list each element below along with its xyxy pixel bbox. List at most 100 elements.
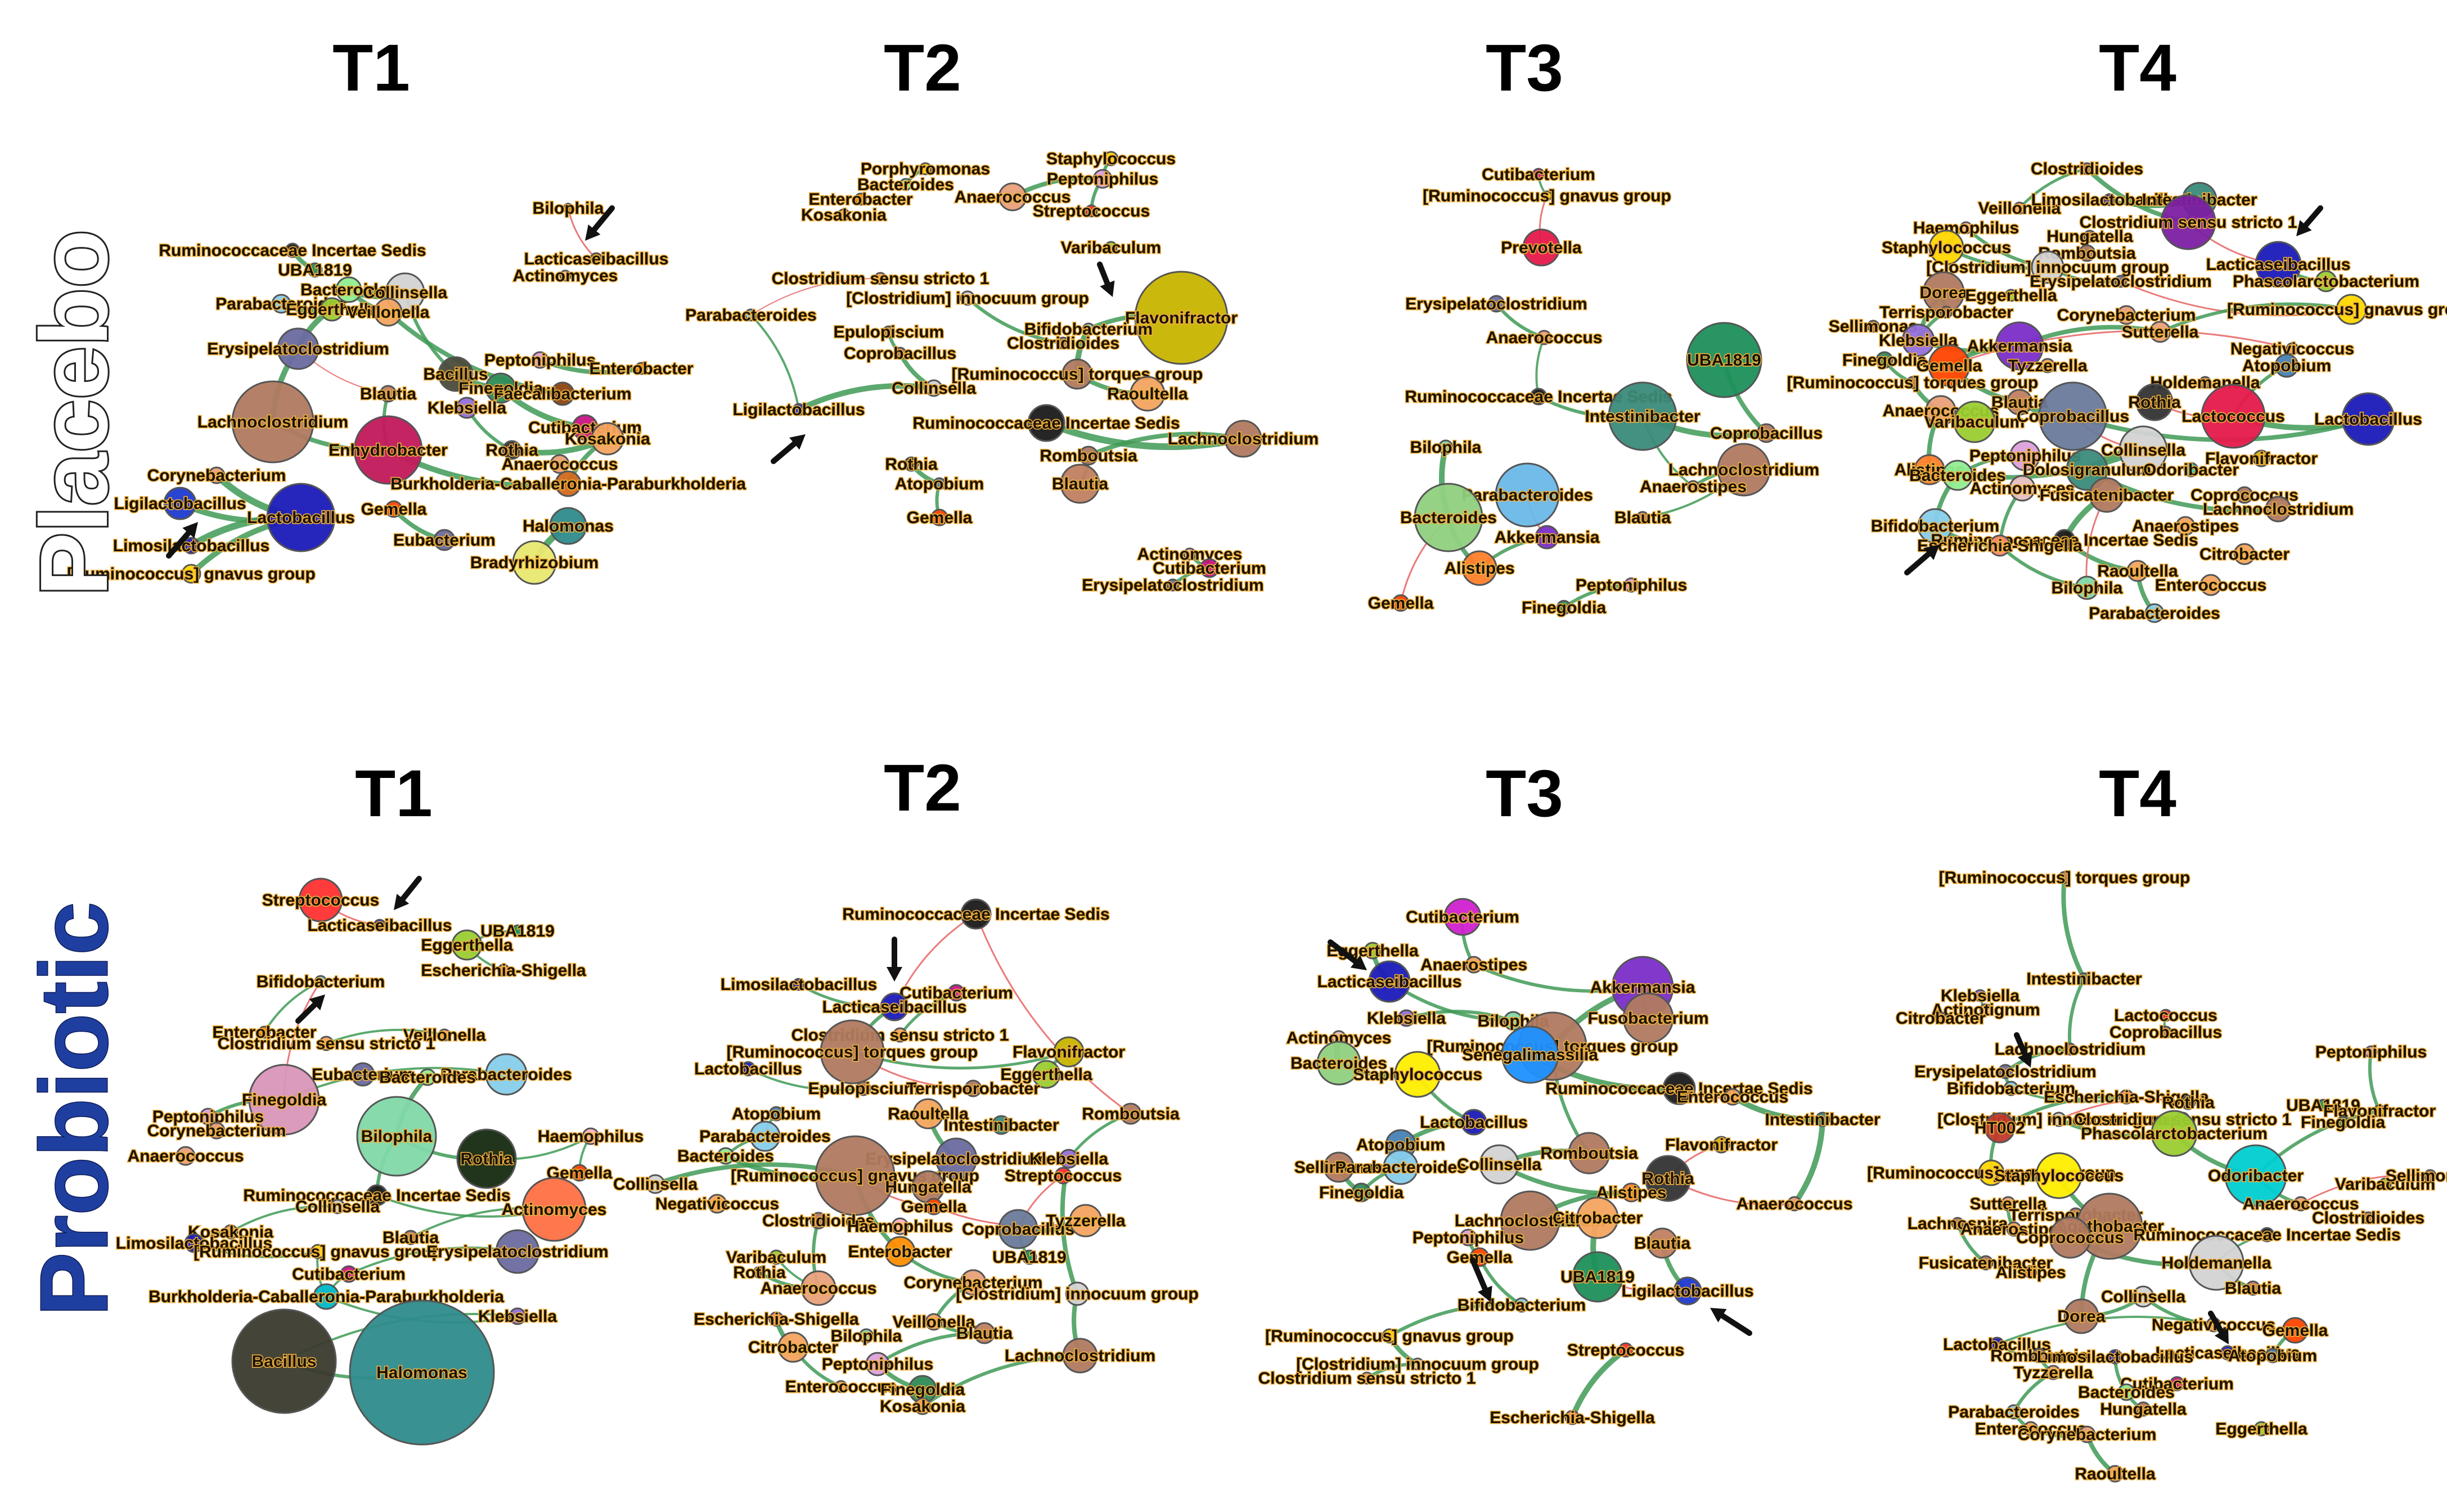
- node-clostridioides: Clostridioides: [761, 1210, 875, 1231]
- node-label: Veillonella: [347, 303, 430, 322]
- node-raoultella: Raoultella: [2097, 560, 2179, 582]
- node-circle: [2144, 603, 2165, 623]
- node-circle: [1054, 1167, 1072, 1185]
- node-circle: [2132, 1285, 2154, 1308]
- node-label: Akkermansia: [1967, 337, 2072, 356]
- node-circle: [1183, 547, 1196, 561]
- node-eggerthella: Eggerthella: [1000, 1060, 1094, 1089]
- positive-edge: [1730, 1094, 1825, 1123]
- node-circle: [2151, 1110, 2198, 1157]
- node-anaerococcus: Anaerococcus: [759, 1270, 878, 1306]
- node-circle: [2259, 1227, 2275, 1243]
- node-circle: [1027, 404, 1065, 442]
- node-gemella: Gemella: [906, 507, 973, 528]
- node-veillonella: Veillonella: [346, 298, 430, 327]
- node-circle: [2282, 1317, 2309, 1344]
- node-bacillus: Bacillus: [422, 356, 489, 392]
- node-label: [Clostridium] innocuum group: [1296, 1355, 1539, 1374]
- node-parabacteroides: Parabacteroides: [2088, 603, 2221, 623]
- node-actinomyces: Actinomyces: [512, 266, 619, 286]
- node-dorea: Dorea: [1919, 271, 1968, 314]
- node-label: Raoultella: [2075, 1465, 2156, 1483]
- node-circle: [1989, 534, 2011, 557]
- node-collinsella: Collinsella: [2100, 425, 2187, 475]
- node-corynebacterium: Corynebacterium: [903, 1269, 1043, 1296]
- node-flavonifractor: Flavonifractor: [1124, 271, 1239, 365]
- node-circle: [800, 1270, 836, 1306]
- node-bacteroides: Bacteroides: [379, 1067, 477, 1087]
- node-eggerthella: Eggerthella: [1964, 285, 2058, 305]
- node-label: Peptoniphilus: [484, 351, 596, 370]
- node-circle: [1460, 1109, 1487, 1136]
- panel-title-placebo-t3: T3: [1486, 31, 1563, 105]
- node-atopobium: Atopobium: [894, 474, 984, 494]
- node-flavonifractor: Flavonifractor: [1011, 1036, 1126, 1068]
- node-label: Bacteroides: [857, 176, 954, 194]
- node-cutibacterium: Cutibacterium: [291, 1264, 407, 1284]
- node-klebsiella: Klebsiella: [1028, 1149, 1109, 1169]
- node-lachnoclostridium: Lachnoclostridium: [1004, 1338, 1157, 1374]
- positive-edge: [1086, 431, 1245, 458]
- node-label: Blautia: [1052, 475, 1108, 493]
- node-circle: [231, 1308, 337, 1414]
- node-circle: [973, 1322, 996, 1344]
- node-circle: [893, 346, 907, 360]
- node-ruminococcus-torques-group: [Ruminococcus] torques group: [726, 1019, 979, 1084]
- node-label: Peptoniphilus: [1576, 576, 1687, 595]
- node-anaerostipes: Anaerostipes: [1419, 955, 1528, 975]
- node-label: Kosakonia: [801, 206, 887, 224]
- node-circle: [2265, 496, 2292, 523]
- node-atopobium: Atopobium: [1355, 1129, 1446, 1160]
- node-circle: [1166, 578, 1180, 592]
- node-staphylococcus: Staphylococcus: [1881, 230, 2012, 266]
- node-gemella: Gemella: [1367, 593, 1434, 613]
- node-label: Kosakonia: [880, 1397, 965, 1416]
- node-akkermansia: Akkermansia: [1494, 525, 1600, 550]
- node-circle: [591, 422, 624, 456]
- node-circle: [2006, 389, 2033, 416]
- node-label: Raoultella: [2097, 562, 2178, 580]
- positive-edge: [2004, 1047, 2072, 1073]
- node-circle: [1535, 525, 1559, 550]
- node-label: Staphylococcus: [1994, 1167, 2124, 1185]
- node-circle: [495, 1229, 540, 1274]
- node-hungatella: Hungatella: [2099, 1399, 2188, 1419]
- node-label: Citrobacter: [748, 1338, 838, 1357]
- node-circle: [1532, 168, 1545, 181]
- node-label: Rothia: [1641, 1169, 1694, 1188]
- node-label: Coprobacillus: [962, 1220, 1074, 1239]
- node-circle: [563, 202, 574, 214]
- node-label: Lacticaseibacillus: [308, 916, 452, 935]
- node-label: [Clostridium] innocuum group: [956, 1285, 1199, 1303]
- node-label: Streptococcus: [1005, 1167, 1122, 1185]
- node-label: Kosakonia: [565, 430, 650, 448]
- node-gemella: Gemella: [1446, 1247, 1513, 1267]
- node-corynebacterium: Corynebacterium: [146, 1120, 287, 1141]
- node-circle: [2038, 381, 2108, 451]
- node-label: Collinsella: [363, 284, 447, 302]
- node-label: Bifidobacterium: [1458, 1296, 1586, 1315]
- node-label: Peptoniphilus: [1047, 170, 1158, 188]
- node-finegoldia: Finegoldia: [1521, 597, 1607, 618]
- node-circle: [1479, 1144, 1519, 1185]
- node-label: Bacteroides: [1290, 1054, 1387, 1073]
- node-circle: [2075, 575, 2099, 600]
- node-label: Rothia: [885, 455, 938, 474]
- node-label: Rothia: [2128, 393, 2181, 412]
- node-circle: [199, 1108, 217, 1126]
- node-label: Parabacteroides: [2089, 604, 2220, 623]
- node-circle: [1104, 241, 1118, 254]
- node-circle: [374, 298, 403, 327]
- node-streptococcus: Streptococcus: [261, 878, 380, 922]
- node-circle: [2293, 1196, 2309, 1212]
- node-label: Finegoldia: [1842, 351, 1927, 370]
- node-circle: [1623, 577, 1639, 593]
- node-collinsella: Collinsella: [2100, 1285, 2187, 1308]
- node-intestinibacter: Intestinibacter: [1764, 1109, 1882, 1130]
- node-circle: [925, 379, 943, 397]
- node-circle: [1959, 221, 1973, 235]
- node-blautia: Blautia: [1051, 464, 1109, 504]
- node-erysipelatoclostridium: Erysipelatoclostridium: [1081, 575, 1265, 595]
- node-circle: [1056, 336, 1070, 350]
- node-circle: [1061, 358, 1093, 390]
